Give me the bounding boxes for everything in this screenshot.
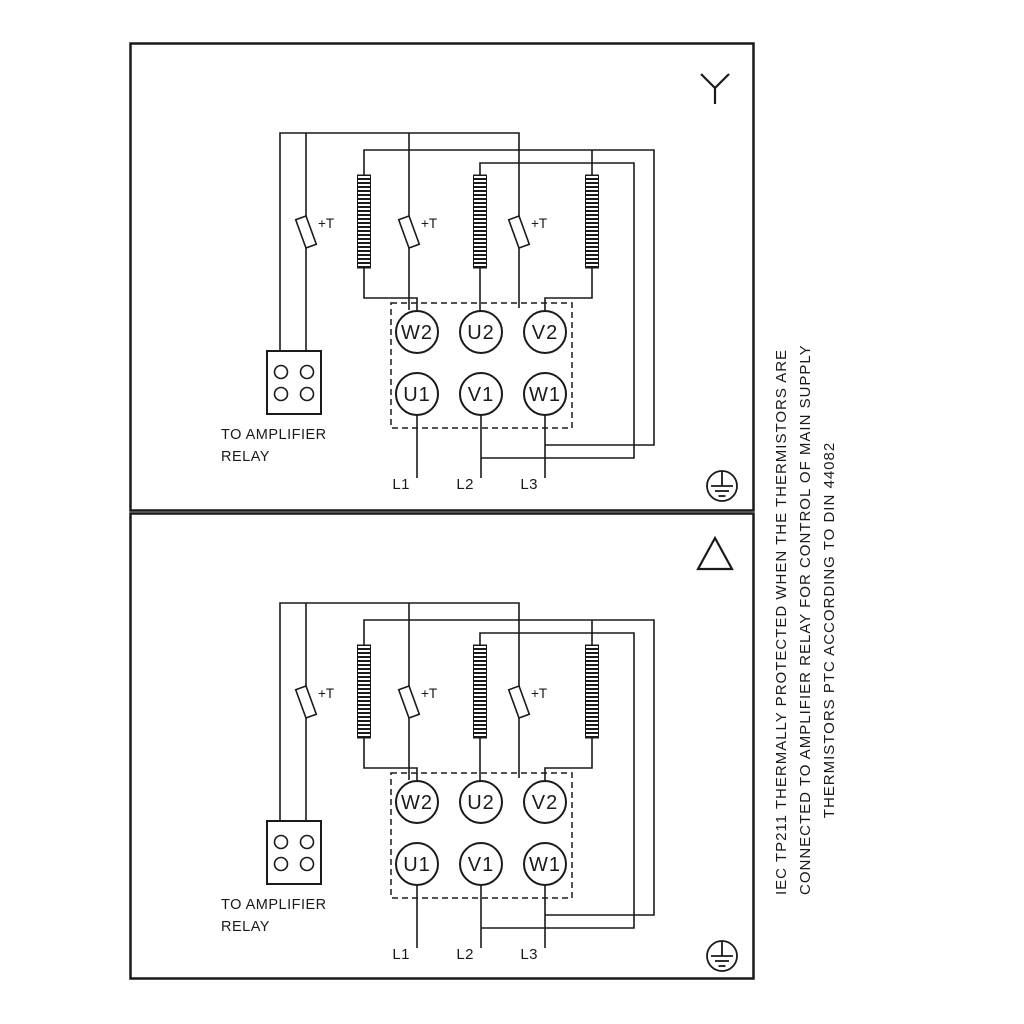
side-note-line-3: THERMISTORS PTC ACCORDING TO DIN 44082 [821,441,838,819]
wiring-diagram-canvas: +T +T +T TO AMPLIFIER RELAY [129,42,755,980]
panel-star-connection [129,42,755,512]
panel-star-border [129,42,755,512]
delta-connection-icon [696,535,734,571]
side-note-line-2: CONNECTED TO AMPLIFIER RELAY FOR CONTROL… [797,344,814,895]
side-note-line-1: IEC TP211 THERMALLY PROTECTED WHEN THE T… [773,348,790,895]
panel-delta-connection [129,512,755,980]
panel-delta-border [129,512,755,980]
star-connection-icon [700,73,730,104]
side-note: IEC TP211 THERMALLY PROTECTED WHEN THE T… [770,344,844,895]
